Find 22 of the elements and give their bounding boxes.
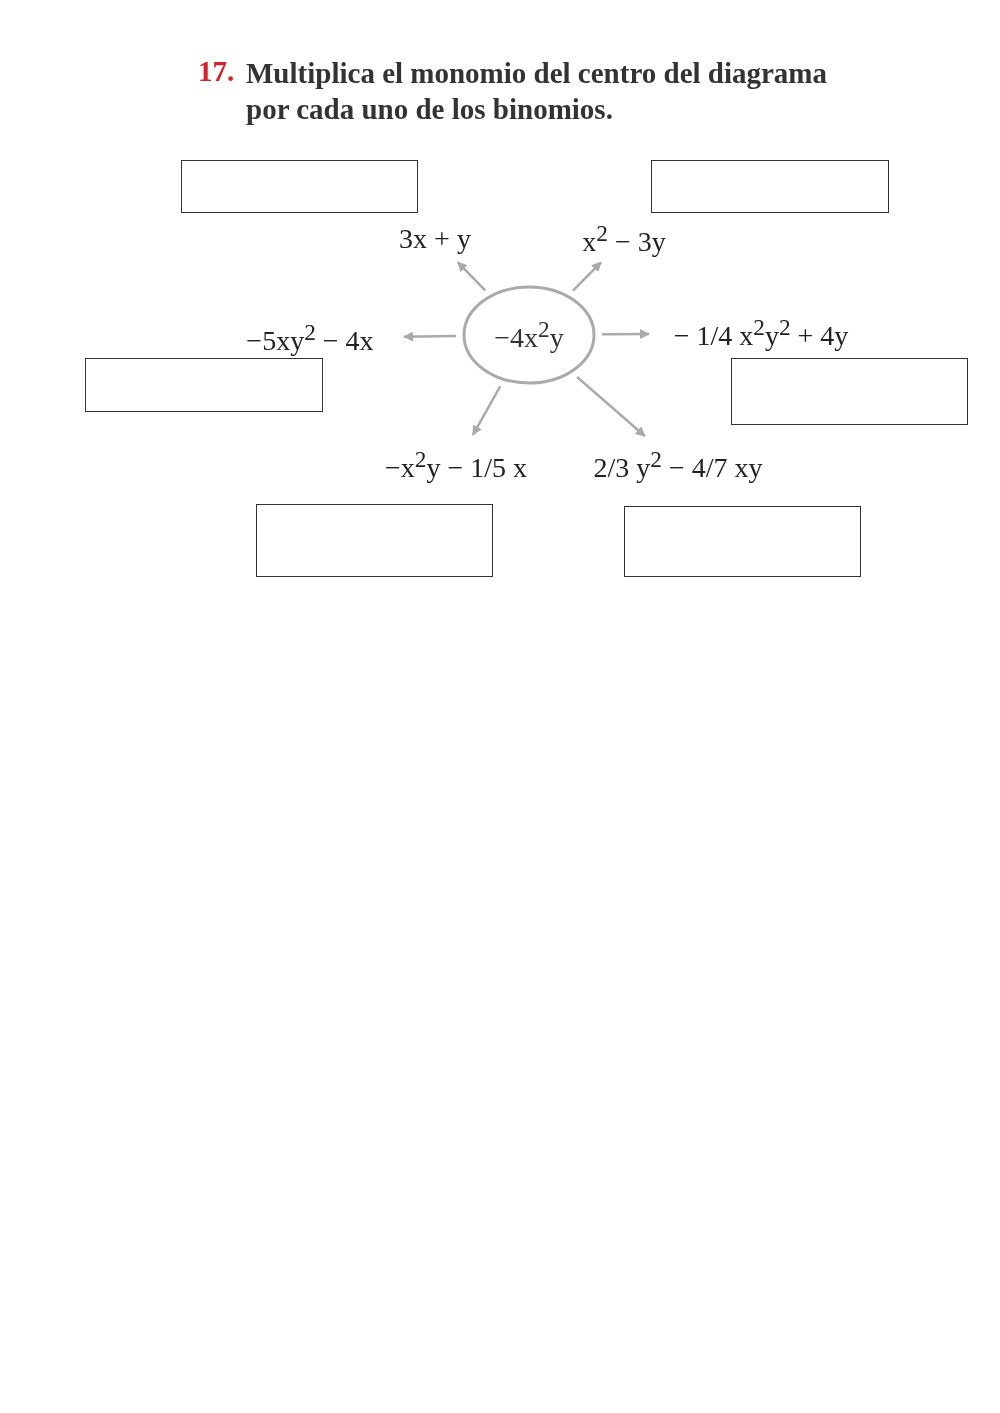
binomial-expression: − 1/4 x$^{2}$y$^{2}$ + 4y bbox=[655, 302, 867, 364]
arrow bbox=[576, 376, 646, 437]
binomial-expression: −x$^{2}$y − 1/5 x bbox=[366, 440, 546, 490]
binomial-expression: x$^{2}$ − 3y bbox=[566, 220, 682, 258]
answer-box bbox=[85, 358, 323, 412]
answer-box bbox=[731, 358, 968, 425]
arrow bbox=[403, 331, 457, 342]
exercise-number: 17. bbox=[198, 55, 235, 88]
arrow bbox=[456, 261, 487, 292]
answer-box bbox=[651, 160, 889, 213]
binomial-expression: −5xy$^{2}$ − 4x bbox=[222, 318, 398, 358]
answer-box bbox=[181, 160, 418, 213]
monomial-text: −4x$^{2}$y bbox=[494, 315, 564, 355]
binomial-expression: 3x + y bbox=[382, 220, 488, 258]
monomial-ellipse bbox=[462, 285, 596, 385]
arrow bbox=[602, 329, 650, 340]
arrow bbox=[572, 261, 602, 292]
answer-box bbox=[256, 504, 493, 577]
answer-box bbox=[624, 506, 861, 577]
instruction-text: Multiplica el monomio del centro del diagrama por cada uno de los binomios. bbox=[246, 56, 829, 127]
arrow bbox=[471, 385, 502, 436]
binomial-expression: 2/3 y$^{2}$ − 4/7 xy bbox=[588, 440, 768, 490]
